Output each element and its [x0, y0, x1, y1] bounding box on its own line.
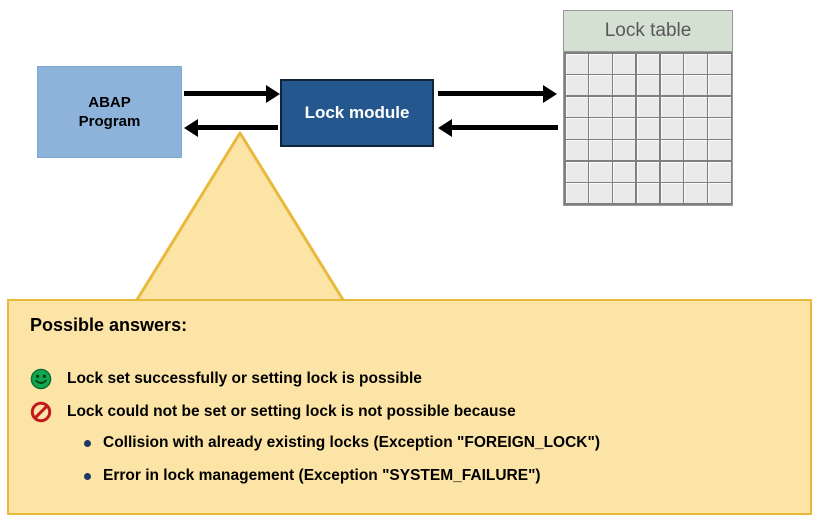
- lock-table-cell: [613, 96, 636, 117]
- arrow-locktable-to-lockmodule-head: [438, 118, 452, 137]
- lock-table-cell: [613, 140, 636, 161]
- lock-table-cell: [684, 75, 707, 96]
- lock-table-cell: [636, 53, 660, 74]
- arrow-locktable-to-lockmodule-line: [452, 125, 558, 130]
- lock-table-cell: [660, 183, 683, 204]
- answer-label-success: Lock set successfully or setting lock is…: [67, 370, 422, 387]
- lock-table-node: Lock table: [563, 10, 733, 206]
- green-smiley-icon: [30, 368, 52, 390]
- lock-table-cell: [636, 75, 660, 96]
- lock-table-cell: [589, 53, 612, 74]
- abap-program-node: ABAP Program: [37, 66, 182, 158]
- lock-table-cell: [589, 96, 612, 117]
- lock-table-cell: [589, 118, 612, 139]
- answer-item-failure: Lock could not be set or setting lock is…: [30, 401, 516, 423]
- arrow-abap-to-lockmodule-line: [184, 91, 266, 96]
- lock-table-cell: [660, 161, 683, 182]
- lock-table-cell: [565, 140, 588, 161]
- sub-item-system-failure: Error in lock management (Exception "SYS…: [84, 467, 541, 485]
- lock-table-cell: [636, 96, 660, 117]
- sub-item-label-foreign-lock: Collision with already existing locks (E…: [103, 434, 601, 451]
- sub-item-label-system-failure: Error in lock management (Exception "SYS…: [103, 467, 541, 484]
- lock-table-cell: [565, 96, 588, 117]
- lock-table-cell: [708, 183, 731, 204]
- lock-table-cell: [565, 53, 588, 74]
- lock-table-cell: [660, 75, 683, 96]
- arrow-lockmodule-to-abap-head: [184, 118, 198, 137]
- lock-table-cell: [660, 96, 683, 117]
- lock-table-cell: [613, 53, 636, 74]
- lock-table-title: Lock table: [604, 20, 692, 41]
- lock-table-cell: [684, 140, 707, 161]
- arrow-abap-to-lockmodule-head: [266, 84, 280, 103]
- lock-table-cell: [708, 75, 731, 96]
- lock-table-cell: [636, 118, 660, 139]
- lock-table-cell: [636, 183, 660, 204]
- lock-table-cell: [589, 75, 612, 96]
- lock-module-node: Lock module: [280, 79, 434, 147]
- lock-table-cell: [660, 53, 683, 74]
- lock-table-cell: [660, 118, 683, 139]
- lock-table-cell: [684, 183, 707, 204]
- lock-table-cell: [565, 183, 588, 204]
- lock-table-cell: [684, 53, 707, 74]
- lock-table-cell: [684, 118, 707, 139]
- lock-table-cell: [660, 140, 683, 161]
- lock-table-cell: [636, 140, 660, 161]
- callout-pointer: [133, 131, 347, 305]
- callout-title: Possible answers:: [30, 315, 188, 335]
- lock-table-cell: [565, 118, 588, 139]
- answer-label-failure: Lock could not be set or setting lock is…: [67, 403, 516, 420]
- abap-program-label: ABAP Program: [78, 94, 141, 130]
- lock-table-cell: [613, 118, 636, 139]
- lock-table-cell: [708, 118, 731, 139]
- lock-table-cell: [589, 161, 612, 182]
- lock-table-cell: [708, 96, 731, 117]
- lock-table-cell: [613, 161, 636, 182]
- bullet-icon: [84, 472, 91, 480]
- lock-table-grid: [564, 52, 732, 205]
- lock-table-cell: [565, 161, 588, 182]
- lock-table-cell: [589, 140, 612, 161]
- lock-module-label: Lock module: [304, 103, 410, 122]
- arrow-lockmodule-to-abap-line: [198, 125, 278, 130]
- lock-table-cell: [684, 96, 707, 117]
- lock-table-cell: [708, 53, 731, 74]
- lock-table-cell: [708, 161, 731, 182]
- lock-table-cell: [565, 75, 588, 96]
- callout-box: [7, 299, 812, 515]
- lock-table-cell: [684, 161, 707, 182]
- lock-table-cell: [636, 161, 660, 182]
- arrow-lockmodule-to-locktable-line: [438, 91, 543, 96]
- arrow-lockmodule-to-locktable-head: [543, 84, 557, 103]
- lock-table-cell: [613, 183, 636, 204]
- bullet-icon: [84, 439, 91, 447]
- lock-table-cell: [708, 140, 731, 161]
- lock-table-cell: [613, 75, 636, 96]
- lock-table-header: Lock table: [564, 11, 732, 52]
- lock-table-cell: [589, 183, 612, 204]
- sub-item-foreign-lock: Collision with already existing locks (E…: [84, 434, 600, 452]
- answer-item-success: Lock set successfully or setting lock is…: [30, 368, 422, 390]
- red-prohibition-icon: [30, 401, 52, 423]
